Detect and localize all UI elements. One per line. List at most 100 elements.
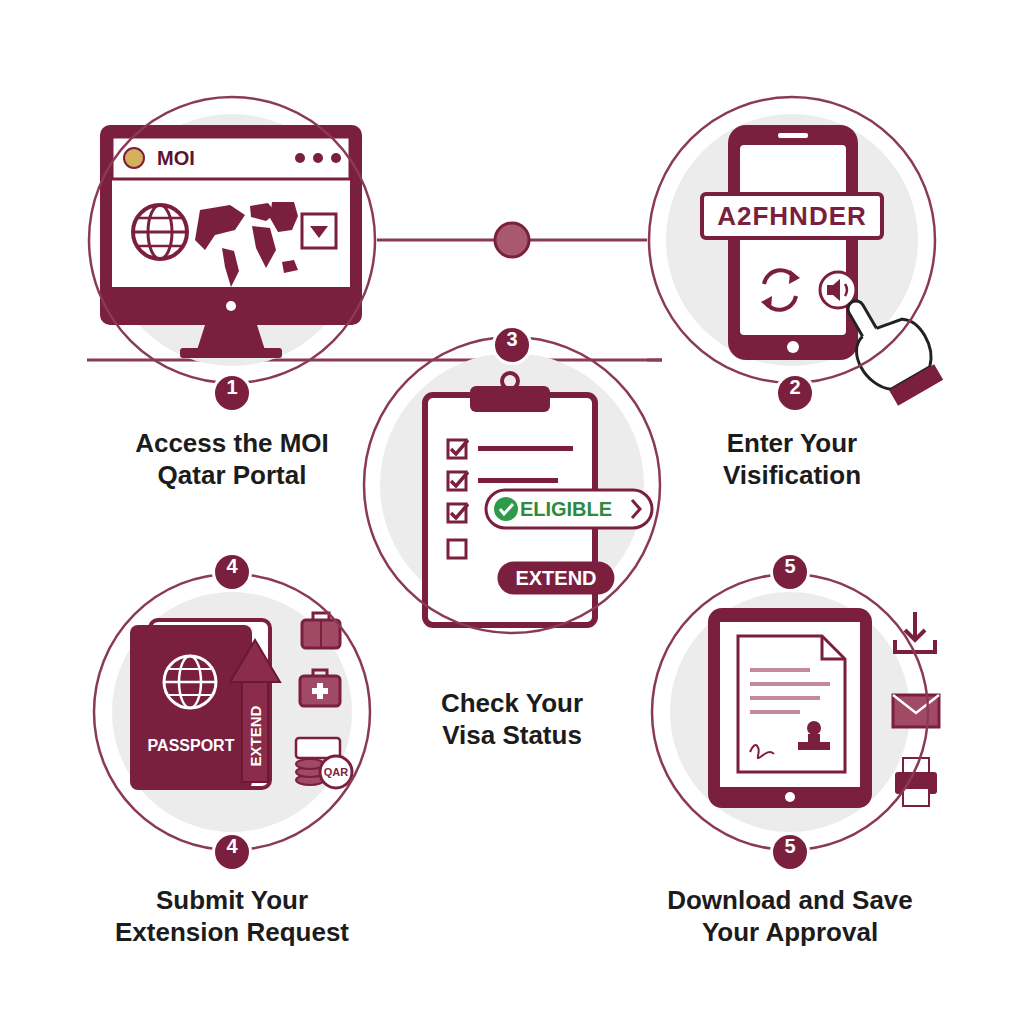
clipboard-icon	[478, 478, 558, 483]
tablet-icon	[750, 745, 774, 758]
circle-outline	[89, 97, 375, 383]
clipboard-icon	[494, 497, 518, 521]
step-circle: 55Download and Save Your Approval	[650, 572, 930, 852]
monitor-icon	[112, 137, 350, 179]
monitor-icon	[226, 301, 236, 311]
travel-icons	[320, 756, 352, 788]
monitor-icon	[195, 205, 245, 250]
step-circle: 2Enter Your Visification	[647, 95, 937, 385]
extend-arrow	[242, 680, 268, 782]
monitor-icon	[180, 348, 282, 358]
connector-line	[87, 359, 662, 362]
monitor-icon	[124, 148, 144, 168]
connector-line	[647, 359, 662, 362]
tablet-icon	[750, 682, 830, 686]
tablet-icon	[798, 734, 830, 750]
panel-disk	[106, 114, 358, 366]
monitor-icon	[133, 231, 187, 234]
travel-icons	[313, 613, 329, 620]
phone-icon	[787, 341, 799, 353]
circle-outline	[364, 337, 660, 633]
clipboard-icon	[632, 500, 640, 518]
monitor-icon	[222, 248, 239, 287]
monitor-icon	[313, 153, 323, 163]
circle-outline	[94, 574, 370, 850]
step-circle: 3Check Your Visa Status	[362, 335, 662, 635]
step-caption: Enter Your Visification	[672, 427, 912, 491]
clipboard-icon	[486, 490, 652, 528]
tablet-icon	[720, 622, 860, 787]
panel-disk	[670, 592, 910, 832]
travel-icons	[313, 670, 327, 676]
output-icons	[893, 695, 939, 727]
monitor-icon	[295, 153, 305, 163]
passport-icon	[169, 668, 211, 670]
passport-icon	[169, 694, 211, 696]
tablet-icon	[785, 792, 795, 802]
monitor-icon	[138, 245, 182, 248]
step-number: 3	[492, 325, 532, 365]
step-caption: Submit Your Extension Request	[97, 884, 367, 948]
tablet-icon	[708, 608, 872, 808]
clipboard-icon	[451, 504, 468, 518]
monitor-icon	[310, 226, 328, 238]
panel-disk	[106, 114, 918, 832]
verification-code: A2FHNDER	[717, 201, 867, 232]
circle-outline	[647, 95, 937, 385]
phone-icon	[845, 284, 847, 296]
passport-icon	[130, 620, 270, 790]
travel-icons	[296, 613, 352, 788]
monitor-icon	[252, 226, 276, 268]
monitor-icon	[112, 137, 350, 287]
travel-icons	[320, 620, 322, 648]
tablet-icon	[750, 668, 810, 672]
extend-arrow	[230, 640, 280, 782]
output-icons	[903, 788, 929, 806]
passport-label: PASSPORT	[148, 737, 235, 755]
output-icons	[893, 612, 939, 806]
step-number: 2	[775, 373, 815, 413]
phone-icon	[827, 279, 840, 301]
phone-icon	[728, 125, 858, 360]
monitor-icon	[197, 325, 265, 350]
step-circle: 44Submit Your Extension Request	[92, 572, 372, 852]
tablet-icon	[708, 608, 872, 808]
step-number: 4	[212, 552, 252, 592]
step-number: 4	[212, 832, 252, 872]
tablet-icon	[750, 710, 800, 714]
phone-icon	[761, 296, 772, 310]
passport-icon	[164, 656, 216, 708]
output-icons	[903, 758, 929, 774]
step-caption: Check Your Visa Status	[417, 687, 607, 751]
tablet-icon	[738, 636, 845, 772]
screen-title: MOI	[157, 147, 195, 170]
junction-dot	[495, 223, 529, 257]
clipboard-icon	[451, 440, 468, 454]
monitor-icon	[331, 153, 341, 163]
tablet-icon	[807, 721, 821, 735]
clipboard-icon	[448, 540, 466, 558]
step-number: 1	[212, 373, 252, 413]
monitor-icon	[133, 205, 187, 259]
step-caption: Download and Save Your Approval	[650, 884, 930, 948]
circle-outline	[650, 572, 930, 852]
pointing-hand	[831, 279, 949, 412]
clipboard-icon	[451, 472, 468, 486]
monitor-icon	[100, 125, 362, 358]
travel-icons	[312, 683, 328, 699]
extend-button: EXTEND	[497, 562, 614, 595]
extend-arrow	[230, 640, 280, 682]
circle-outline	[362, 335, 662, 635]
clipboard-icon	[500, 504, 513, 514]
phone-icon	[702, 194, 882, 238]
travel-icons	[300, 676, 340, 706]
status-pill: ELIGIBLE	[520, 498, 612, 521]
tablet-icon	[822, 636, 845, 659]
passport-icon	[164, 681, 216, 684]
step-number: 5	[770, 552, 810, 592]
step-number: 5	[770, 832, 810, 872]
clipboard-icon	[478, 446, 573, 451]
